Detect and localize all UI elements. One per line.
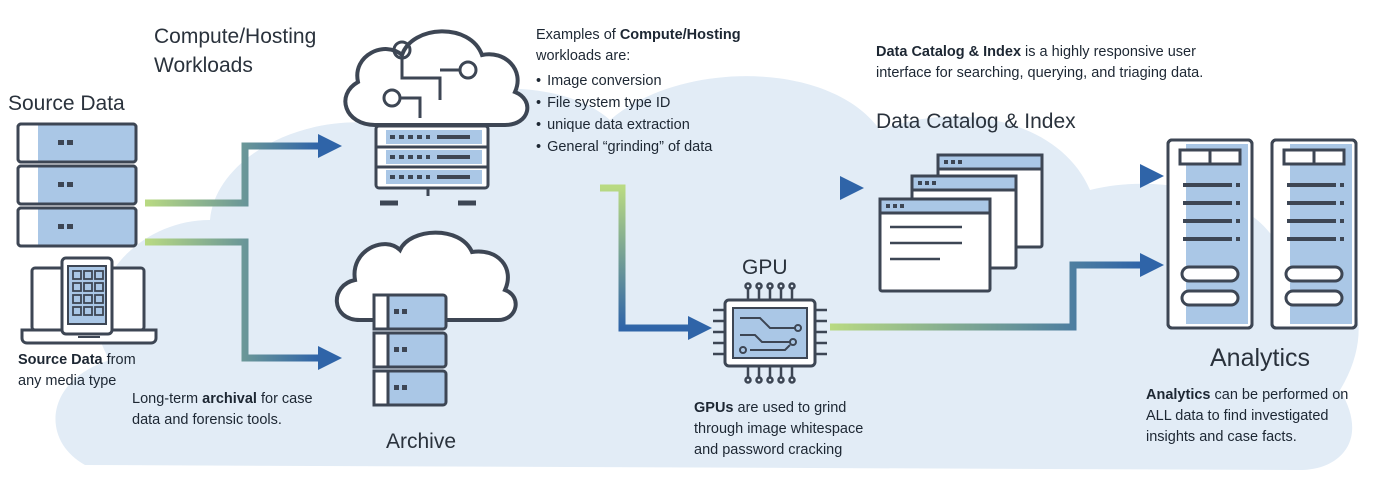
gpu-caption-rest: are used to grind — [733, 400, 847, 416]
archive-caption-line2: data and forensic tools. — [132, 412, 282, 428]
arrow-gpu-to-analytics — [830, 261, 1140, 331]
examples-intro: Examples of — [536, 27, 620, 43]
archive-caption-part1: Long-term — [132, 391, 203, 407]
compute-examples: Examples of Compute/Hosting workloads ar… — [536, 25, 741, 67]
analytics-title: Analytics — [1210, 344, 1311, 372]
catalog-caption: Data Catalog & Index is a highly respons… — [876, 42, 1203, 84]
arrowhead-archive — [318, 346, 342, 370]
source-caption-rest: from — [102, 352, 136, 368]
example-item: Image conversion — [536, 70, 712, 92]
analytics-caption: Analytics can be performed on ALL data t… — [1146, 385, 1348, 448]
example-item: unique data extraction — [536, 114, 712, 136]
window-front — [878, 197, 992, 293]
windows-stack-icon — [878, 153, 1044, 293]
compute-examples-list: Image conversion File system type ID uni… — [536, 70, 712, 158]
arrowhead-analytics-high — [1140, 164, 1164, 188]
catalog-caption-rest: is a highly responsive user — [1021, 44, 1196, 60]
compute-title: Compute/Hosting Workloads — [154, 22, 316, 80]
server-rack-icon — [16, 122, 138, 248]
compute-cloud-server-icon — [343, 29, 530, 206]
analytics-caption-line3: insights and case facts. — [1146, 429, 1297, 445]
archive-caption: Long-term archival for case data and for… — [132, 389, 313, 431]
source-data-title: Source Data — [8, 92, 125, 115]
example-item: File system type ID — [536, 92, 712, 114]
gpu-caption: GPUs are used to grind through image whi… — [694, 398, 863, 461]
tower-right — [1270, 138, 1358, 330]
archive-title: Archive — [386, 430, 457, 453]
gpu-title: GPU — [742, 256, 788, 279]
analytics-caption-bold: Analytics — [1146, 387, 1211, 403]
tablet-icon — [60, 256, 114, 336]
archive-cloud-server-icon — [334, 230, 518, 407]
source-caption-line2: any media type — [18, 373, 117, 389]
gpu-caption-line3: and password cracking — [694, 442, 843, 458]
gpu-caption-bold: GPUs — [694, 400, 734, 416]
arrowhead-analytics-low — [1140, 253, 1164, 277]
archive-caption-part2: for case — [256, 391, 313, 407]
source-caption-bold: Source Data — [18, 352, 103, 368]
gpu-caption-line2: through image whitespace — [694, 421, 864, 437]
analytics-caption-line2: ALL data to find investigated — [1146, 408, 1329, 424]
server-tower-icon — [1166, 138, 1358, 330]
catalog-title: Data Catalog & Index — [876, 110, 1076, 133]
arrowhead-gpu — [688, 316, 712, 340]
archive-caption-bold: archival — [202, 391, 257, 407]
arrow-compute-to-gpu — [600, 184, 688, 332]
arrow-source-to-compute — [145, 142, 318, 207]
compute-title-line2: Workloads — [154, 54, 253, 77]
tower-left — [1166, 138, 1254, 330]
arrow-source-to-archive — [145, 238, 318, 362]
examples-intro-line2: workloads are: — [536, 48, 631, 64]
gpu-chip-icon — [713, 282, 827, 384]
catalog-caption-line2: interface for searching, querying, and t… — [876, 65, 1204, 81]
catalog-caption-bold: Data Catalog & Index — [876, 44, 1022, 60]
source-data-caption: Source Data from any media type — [18, 350, 136, 392]
arrowhead-compute — [318, 134, 342, 158]
arrow-heads — [318, 134, 1164, 370]
arrowhead-catalog — [840, 176, 864, 200]
analytics-caption-rest: can be performed on — [1210, 387, 1349, 403]
example-item: General “grinding” of data — [536, 136, 712, 158]
connector-arrows — [145, 142, 1140, 362]
examples-intro-bold: Compute/Hosting — [619, 27, 741, 43]
compute-title-line1: Compute/Hosting — [154, 25, 317, 48]
